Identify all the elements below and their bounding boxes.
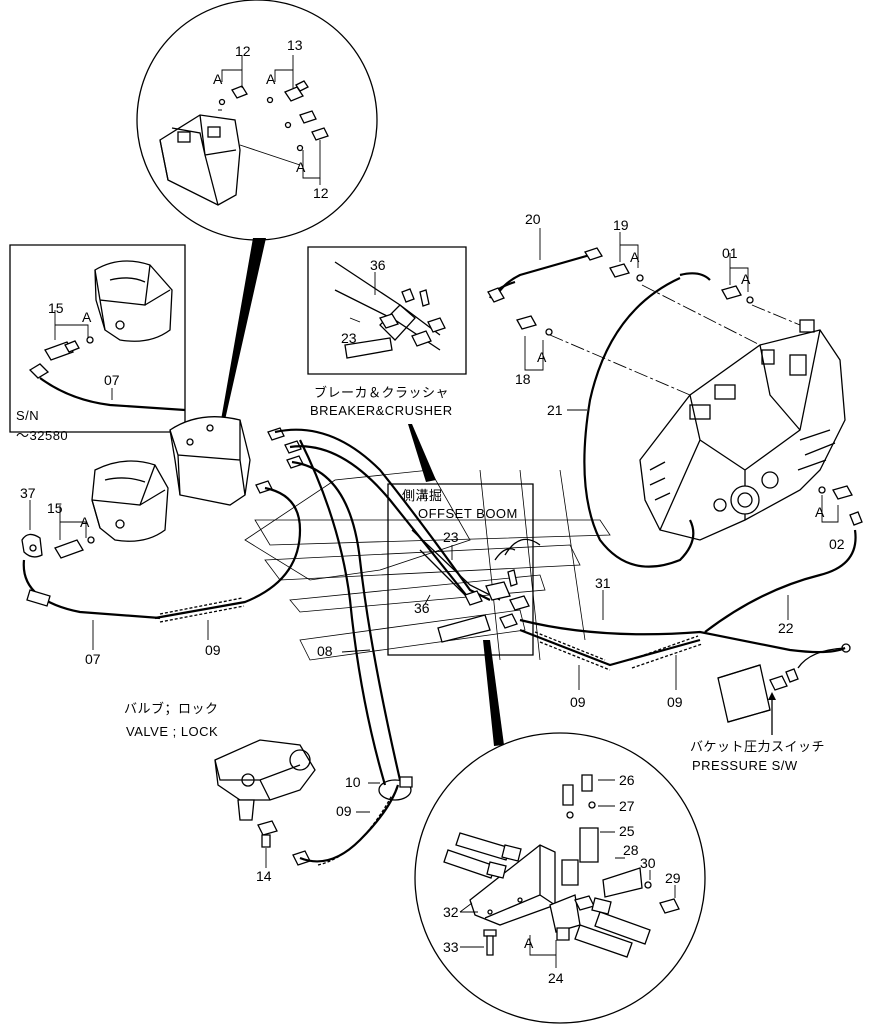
callout-30: 30	[640, 855, 656, 871]
callout-18: 18	[515, 371, 531, 387]
callout-32: 32	[443, 904, 459, 920]
fitting-12-bottom	[296, 127, 329, 152]
offset-boom-label-en: OFFSET BOOM	[418, 506, 518, 521]
hose-07	[22, 559, 161, 620]
callout-09-lower: 09	[336, 803, 352, 819]
breaker-label-en: BREAKER&CRUSHER	[310, 403, 453, 418]
fitting-mid-top	[284, 110, 317, 129]
top-detail-circle: 12 13 12 A A A	[136, 0, 378, 241]
callout-20: 20	[525, 211, 541, 227]
label-a-02: A	[815, 504, 825, 520]
callout-23-inset: 23	[341, 330, 357, 346]
callout-31: 31	[595, 575, 611, 591]
hose-09-left	[154, 486, 302, 623]
pressure-switch-label-jp: バケット圧力スイッチ	[690, 739, 825, 754]
callout-13: 13	[287, 37, 303, 53]
callout-01: 01	[722, 245, 738, 261]
hose-bundle	[274, 428, 491, 786]
callout-08: 08	[317, 643, 333, 659]
callout-15-sn: 15	[48, 300, 64, 316]
hose-21	[583, 276, 695, 568]
label-a-3: A	[296, 159, 306, 175]
callout-10: 10	[345, 774, 361, 790]
pressure-switch: バケット圧力スイッチ PRESSURE S/W	[690, 647, 846, 773]
sn-label: S/N	[16, 408, 39, 423]
callout-09-left: 09	[205, 642, 221, 658]
callout-09-right-a: 09	[570, 694, 586, 710]
callout-22: 22	[778, 620, 794, 636]
valve-lock-label-jp: バルブ；ロック	[124, 701, 219, 717]
callout-36-offset: 36	[414, 600, 430, 616]
callout-27: 27	[619, 798, 635, 814]
callout-36-inset: 36	[370, 257, 386, 273]
detail-pointer-top	[221, 238, 266, 420]
label-a-15: A	[80, 514, 90, 530]
sn-range-label: ～32580	[16, 428, 68, 443]
callout-37: 37	[20, 485, 36, 501]
callout-21: 21	[547, 402, 563, 418]
sn-inset-box: 15 A 07 S/N ～32580	[9, 244, 186, 443]
label-a-2: A	[266, 71, 276, 87]
bottom-detail-circle: 26 27 25 28 30 29 32 33 A 24	[414, 732, 706, 1024]
label-a-sn: A	[82, 309, 92, 325]
control-valve	[639, 319, 846, 541]
callout-12-bottom: 12	[313, 185, 329, 201]
offset-boom-label-jp: 側溝掘	[402, 488, 443, 503]
hose-22	[704, 529, 857, 633]
callout-29: 29	[665, 870, 681, 886]
label-a-18: A	[537, 349, 547, 365]
callout-02: 02	[829, 536, 845, 552]
detail-pointer-breaker	[408, 424, 436, 482]
callout-12-top: 12	[235, 43, 251, 59]
valve-lock: バルブ；ロック VALVE ; LOCK 14	[124, 701, 316, 884]
callout-07-main: 07	[85, 651, 101, 667]
breaker-label-jp: ブレーカ＆クラッシャ	[314, 385, 449, 400]
label-a-19: A	[630, 249, 640, 265]
offset-boom-inset: 側溝掘 OFFSET BOOM 23 36	[387, 483, 541, 656]
valve-lock-label-en: VALVE ; LOCK	[126, 724, 218, 739]
fitting-13-top	[266, 80, 309, 104]
callout-25: 25	[619, 823, 635, 839]
breaker-inset-box: 36 23 ブレーカ＆クラッシャ BREAKER&CRUSHER	[307, 246, 467, 418]
callout-14: 14	[256, 868, 272, 884]
detail-pointer-bottom	[483, 640, 504, 746]
callout-24: 24	[548, 970, 564, 986]
label-a-1: A	[213, 71, 223, 87]
label-a-01: A	[741, 271, 751, 287]
hose-09-lower	[299, 776, 413, 866]
fitting-12-top	[218, 85, 248, 106]
callout-09-right-b: 09	[667, 694, 683, 710]
fitting-02-group: A 02	[815, 485, 863, 552]
pressure-switch-label-en: PRESSURE S/W	[692, 758, 798, 773]
callout-07-sn: 07	[104, 372, 120, 388]
callout-26: 26	[619, 772, 635, 788]
valve-fittings-group: 20 19 A 01 A A 18 21	[487, 211, 801, 418]
machine-ghost-outline	[244, 469, 611, 661]
left-tank-group: 37 15 A	[20, 460, 169, 559]
callout-23-offset: 23	[443, 529, 459, 545]
callout-19: 19	[613, 217, 629, 233]
hose-09-right	[519, 628, 703, 671]
callout-33: 33	[443, 939, 459, 955]
hose-31	[519, 618, 846, 654]
label-a-24: A	[524, 935, 534, 951]
callout-15-main: 15	[47, 500, 63, 516]
callout-28: 28	[623, 842, 639, 858]
